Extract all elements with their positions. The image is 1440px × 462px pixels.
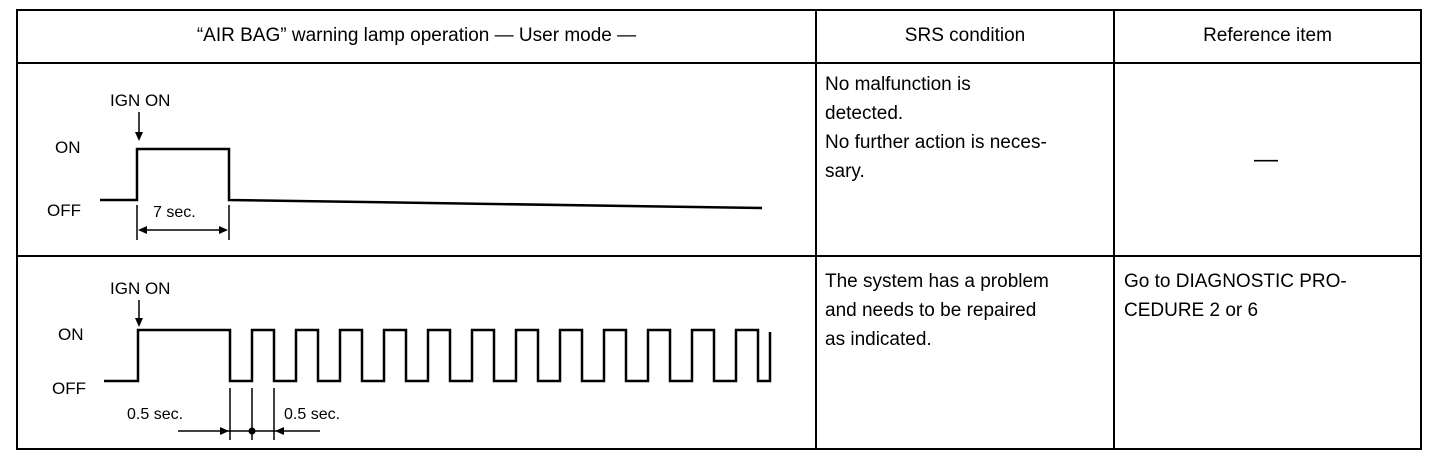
row1-duration-arrow-right <box>219 226 228 234</box>
header-reference-item: Reference item <box>1203 25 1332 46</box>
row1-duration-arrow-left <box>138 226 147 234</box>
row2-off-label: OFF <box>52 379 86 398</box>
row1-ign-on-arrowhead <box>135 132 143 141</box>
row1-duration-label: 7 sec. <box>153 204 196 221</box>
header-lamp-operation: “AIR BAG” warning lamp operation — User … <box>196 25 637 46</box>
row2-lamp-signal <box>104 328 772 383</box>
row1-lamp-signal <box>100 147 763 210</box>
row1-off-label: OFF <box>47 201 81 220</box>
row-divider <box>16 255 1422 257</box>
row1-srs-condition: No malfunction is detected. No further a… <box>825 74 1047 182</box>
row2-interval-arrow-left <box>220 427 229 435</box>
row1-reference-item: — <box>1254 146 1278 173</box>
row2-interval-center-dot <box>248 427 256 435</box>
row1-on-label: ON <box>55 138 81 157</box>
row2-interval-arrow-right <box>275 427 284 435</box>
row2-interval-right-label: 0.5 sec. <box>284 406 340 423</box>
row2-ign-on-arrowhead <box>135 318 143 327</box>
row2-reference-item: Go to DIAGNOSTIC PRO- CEDURE 2 or 6 <box>1124 271 1347 321</box>
row2-srs-condition: The system has a problem and needs to be… <box>825 271 1049 350</box>
header-divider <box>16 62 1422 64</box>
column-divider-1 <box>815 9 817 450</box>
row2-interval-left-label: 0.5 sec. <box>127 406 183 423</box>
lamp-operation-table <box>16 9 1422 450</box>
row1-ign-on-label: IGN ON <box>110 91 170 110</box>
column-divider-2 <box>1113 9 1115 450</box>
row2-ign-on-label: IGN ON <box>110 279 170 298</box>
header-srs-condition: SRS condition <box>904 25 1026 46</box>
row2-on-label: ON <box>58 325 84 344</box>
